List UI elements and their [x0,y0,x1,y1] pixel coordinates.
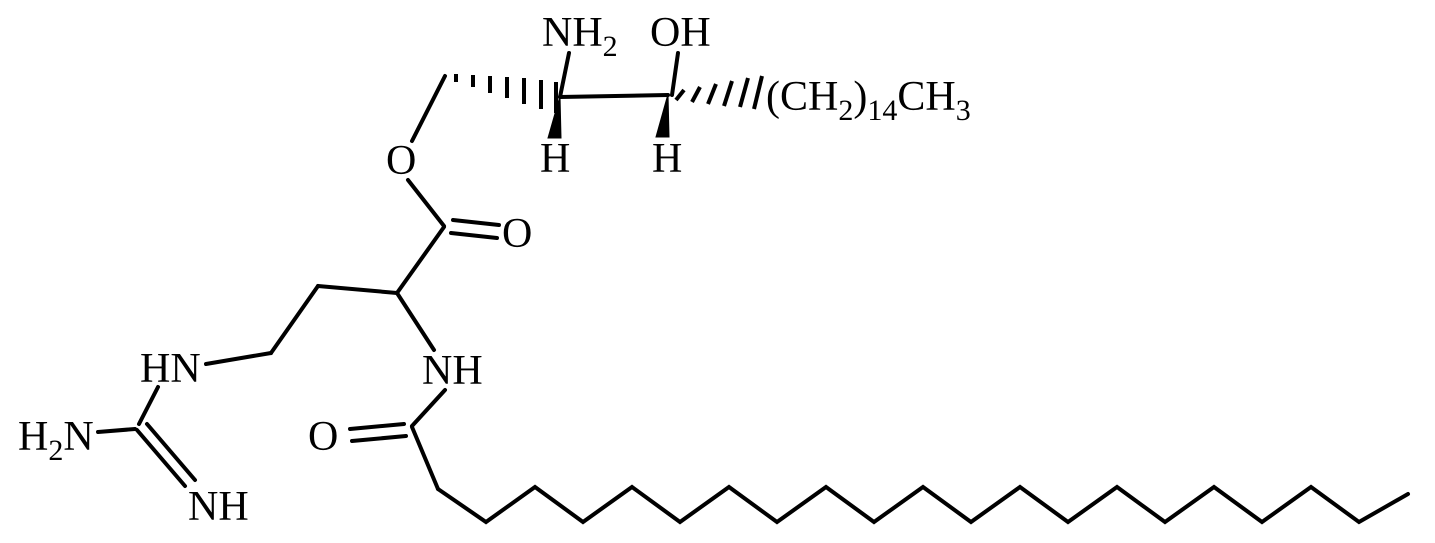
bond-ester-o-ch2 [410,74,447,143]
label-guanidine-h2n: H2N [18,414,94,467]
double-bond-guanidine-imine [135,422,197,488]
hash-wedge-ch2-c2 [454,74,558,113]
label-hydroxyl-oh: OH [650,10,711,56]
bond-ester-o-carbonyl [406,178,446,228]
double-bond-amide-carbonyl [348,422,408,443]
single-bonds [96,51,680,491]
label-amide-nh: NH [422,348,483,394]
bond-c2-c3 [558,93,670,99]
bond-c2-nh2 [558,51,571,99]
bond-ch2-ch2 [269,284,320,355]
double-bond-ester-carbonyl [449,218,501,240]
label-guanidino-hn: HN [140,346,201,392]
bond-guanidine-c-h2n [96,427,137,434]
label-guanidine-imine-nh: NH [188,484,249,530]
label-alkyl-ch2-14-ch3: (CH2)14CH3 [766,74,971,127]
wedge-c3-h [655,93,670,138]
label-amide-oxygen: O [308,414,338,460]
label-stereo-h-right: H [652,136,682,182]
label-amine-nh2: NH2 [542,10,618,63]
bond-ch2-hn [204,351,273,366]
bond-hn-guanidine-c [137,385,160,426]
hash-wedge-c3-alkyl [674,75,764,110]
label-ester-oxygen: O [386,138,416,184]
label-stereo-h-left: H [540,136,570,182]
bond-nh-amide-c [410,388,447,428]
wedge-c2-h [547,95,562,139]
bond-amide-c-chain [410,425,440,491]
bond-carbonyl-alpha-c [395,225,446,295]
bond-alpha-c-nh [395,291,436,352]
alkyl-chain-zigzag [436,484,1410,525]
bond-alpha-c-ch2 [316,284,399,295]
bond-c3-oh [670,51,680,97]
label-ester-carbonyl-oxygen: O [502,211,532,257]
